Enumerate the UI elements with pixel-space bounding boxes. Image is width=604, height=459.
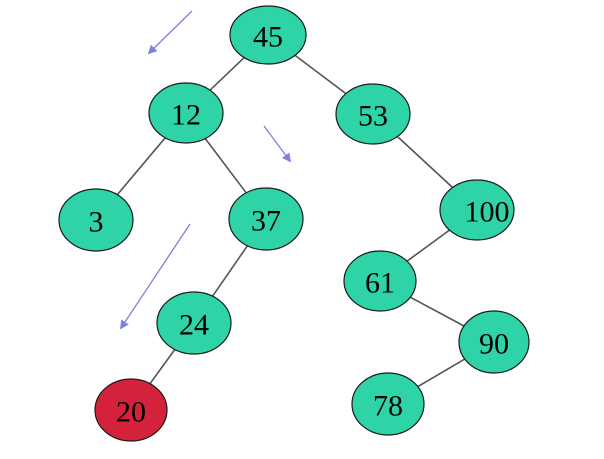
node-label: 78 <box>373 390 403 423</box>
node-circle <box>148 82 224 144</box>
tree-node-100: 100 <box>439 179 515 241</box>
node-circle <box>58 188 134 252</box>
search-arrow-left-long <box>119 223 191 330</box>
tree-node-45: 45 <box>229 5 307 65</box>
node-label: 45 <box>253 21 283 54</box>
edge-n100-n61 <box>406 229 450 262</box>
edge-n90-n78 <box>417 358 466 388</box>
tree-node-61: 61 <box>343 250 417 312</box>
tree-node-90: 90 <box>458 310 530 374</box>
tree-nodes: 45 12 53 3 37 100 24 61 20 90 78 <box>58 5 530 442</box>
node-label: 37 <box>251 205 281 238</box>
node-label: 100 <box>465 196 510 229</box>
search-path-arrows <box>119 10 292 330</box>
edge-n24-n20 <box>149 349 176 385</box>
edge-n45-n12 <box>209 57 245 91</box>
node-circle <box>228 187 304 251</box>
tree-node-3: 3 <box>58 188 134 252</box>
node-label: 3 <box>89 206 104 239</box>
node-circle <box>343 250 417 312</box>
node-label: 24 <box>179 309 209 342</box>
node-label: 61 <box>365 267 395 300</box>
edge-n53-n100 <box>396 135 454 189</box>
tree-node-37: 37 <box>228 187 304 251</box>
node-label: 90 <box>479 328 509 361</box>
tree-node-12: 12 <box>148 82 224 144</box>
node-circle <box>229 5 307 65</box>
node-label: 12 <box>171 99 201 132</box>
edge-n45-n53 <box>294 54 347 95</box>
edge-n37-n24 <box>211 245 249 297</box>
node-circle <box>335 83 411 145</box>
node-circle <box>156 291 232 355</box>
tree-node-20: 20 <box>94 378 168 442</box>
tree-node-78: 78 <box>351 372 425 436</box>
tree-node-24: 24 <box>156 291 232 355</box>
edge-n12-n37 <box>204 138 247 194</box>
highlighted-node-circle <box>94 378 168 442</box>
edge-n61-n90 <box>409 296 465 327</box>
node-label: 20 <box>116 396 146 429</box>
search-arrow-right <box>263 125 292 163</box>
search-arrow-left <box>147 10 193 55</box>
tree-node-53: 53 <box>335 83 411 145</box>
tree-edges <box>116 54 466 388</box>
node-circle <box>439 179 515 241</box>
node-circle <box>458 310 530 374</box>
edge-n12-n3 <box>116 137 166 196</box>
node-label: 53 <box>358 100 388 133</box>
node-circle <box>351 372 425 436</box>
